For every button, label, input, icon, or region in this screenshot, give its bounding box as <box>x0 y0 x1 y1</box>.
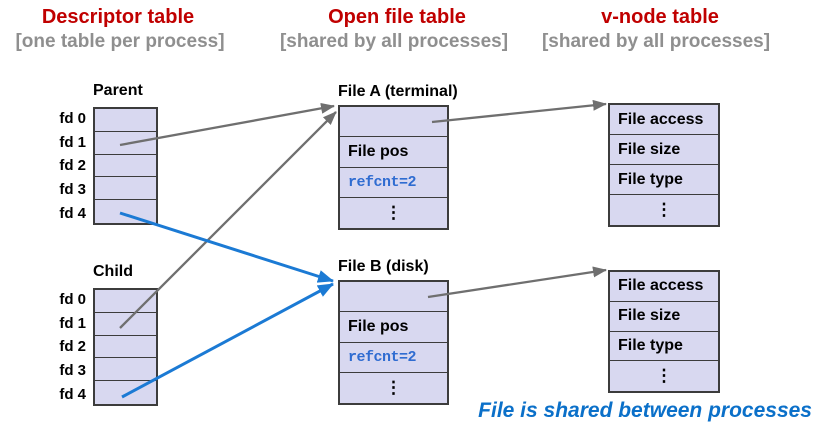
file-type-cell: File type <box>610 165 718 195</box>
vnode-table-1: File access File size File type ⋮ <box>608 103 720 227</box>
fd-label: fd 1 <box>59 314 86 332</box>
fd-cell <box>95 290 156 313</box>
descriptor-table-title: Descriptor table <box>41 6 195 28</box>
open-file-table-title: Open file table <box>328 6 466 28</box>
fd-cell <box>95 313 156 336</box>
fd-label: fd 0 <box>59 110 86 128</box>
child-label: Child <box>93 263 133 280</box>
fd-cell <box>95 358 156 382</box>
ellipsis-cell: ⋮ <box>385 378 402 398</box>
descriptor-table-subtitle: [one table per process] <box>15 31 225 52</box>
file-type-cell: File type <box>610 332 718 362</box>
child-fd-labels: fd 0 fd 1 fd 2 fd 3 fd 4 <box>40 288 86 406</box>
fd-label: fd 1 <box>59 133 86 151</box>
child-descriptor-table <box>93 288 158 406</box>
file-size-cell: File size <box>610 302 718 332</box>
parent-label: Parent <box>93 82 143 99</box>
fd-label: fd 2 <box>59 157 86 175</box>
shared-file-caption: File is shared between processes <box>478 399 812 422</box>
fd-cell <box>95 336 156 359</box>
fd-cell <box>95 132 156 155</box>
file-pos-cell: File pos <box>340 312 447 343</box>
file-size-cell: File size <box>610 135 718 165</box>
ellipsis-cell: ⋮ <box>655 366 673 386</box>
fd-label: fd 0 <box>59 291 86 309</box>
arrow-file-b-to-vnode-2 <box>427 266 607 299</box>
fd-cell <box>95 381 156 404</box>
refcnt-cell: refcnt=2 <box>340 343 447 373</box>
ellipsis-cell: ⋮ <box>655 200 673 220</box>
parent-descriptor-table <box>93 107 158 225</box>
ellipsis-cell: ⋮ <box>385 203 402 223</box>
file-b-label: File B (disk) <box>338 258 429 275</box>
vnode-table-subtitle: [shared by all processes] <box>541 31 771 52</box>
fd-cell <box>95 109 156 132</box>
refcnt-cell: refcnt=2 <box>340 168 447 198</box>
file-pos-cell: File pos <box>340 137 447 168</box>
fd-cell <box>95 177 156 201</box>
fd-label: fd 2 <box>59 338 86 356</box>
file-a-table: File pos refcnt=2 ⋮ <box>338 105 449 230</box>
file-b-table: File pos refcnt=2 ⋮ <box>338 280 449 405</box>
fd-label: fd 3 <box>59 181 86 199</box>
fd-cell <box>95 155 156 178</box>
vnode-table-2: File access File size File type ⋮ <box>608 270 720 393</box>
file-a-label: File A (terminal) <box>338 83 458 100</box>
file-pointer-cell <box>340 107 447 138</box>
arrow-file-a-to-vnode-1 <box>431 99 607 124</box>
vnode-table-title: v-node table <box>601 6 719 28</box>
file-access-cell: File access <box>610 272 718 302</box>
fd-label: fd 4 <box>59 385 86 403</box>
parent-fd-labels: fd 0 fd 1 fd 2 fd 3 fd 4 <box>40 107 86 225</box>
fd-label: fd 3 <box>59 362 86 380</box>
fd-cell <box>95 200 156 223</box>
fd-label: fd 4 <box>59 204 86 222</box>
open-file-table-subtitle: [shared by all processes] <box>279 31 509 52</box>
file-pointer-cell <box>340 282 447 313</box>
file-access-cell: File access <box>610 105 718 135</box>
